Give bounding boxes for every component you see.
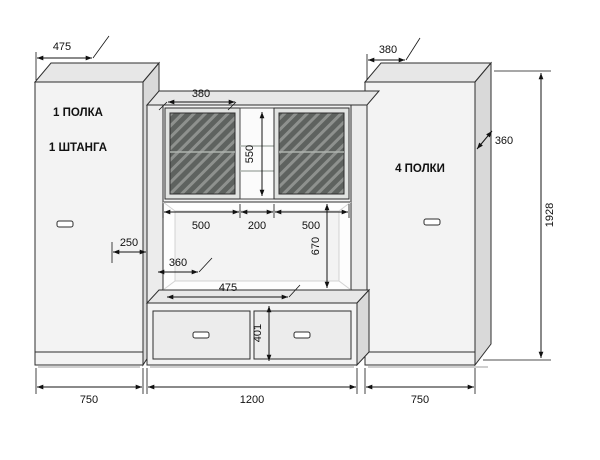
dim-niche-depth-value: 360 — [169, 257, 187, 269]
right-wardrobe-side-face — [474, 61, 492, 367]
dim-section-left-value: 500 — [192, 220, 210, 232]
dim-overall-height: 1928 — [483, 70, 556, 361]
dim-right-depth-value: 380 — [379, 44, 397, 56]
glass-cabinet-middle-open-section — [239, 107, 275, 200]
dim-width-center: 1200 — [146, 368, 358, 406]
dim-right-depth-ext-diagonal — [405, 37, 421, 61]
left-wardrobe-top-face — [33, 62, 161, 83]
dim-width-right-value: 750 — [411, 394, 429, 406]
dim-right-top-depth-value: 360 — [495, 135, 513, 147]
dim-section-middle-value: 200 — [248, 220, 266, 232]
glass-door-right-glass — [278, 112, 345, 195]
dim-glass-height: 550 — [244, 112, 265, 196]
dim-glass-height-value: 550 — [244, 145, 256, 163]
dim-left-depth-value: 475 — [53, 41, 71, 53]
dim-section-right-value: 500 — [302, 220, 320, 232]
dim-niche-depth-ext-diagonal — [198, 257, 213, 273]
right-wardrobe-front-face — [364, 81, 476, 366]
right-wardrobe-handle — [423, 218, 441, 226]
niche-depth-line-top-left — [162, 201, 176, 212]
glass-door-left-glass — [169, 112, 236, 195]
dim-side-offset: 250 — [111, 237, 146, 263]
dim-tv-space-value: 475 — [219, 282, 237, 294]
center-unit — [145, 90, 381, 368]
dim-niche-height-value: 670 — [310, 237, 322, 255]
dimensions: 475 380 250 550 500 200 500 — [35, 35, 556, 406]
dim-tv-space-ext-diagonal — [288, 284, 301, 298]
right-wardrobe: 4 ПОЛКИ — [363, 61, 493, 368]
dim-width-center-value: 1200 — [240, 394, 264, 406]
left-wardrobe-label-line1: 1 ПОЛКА — [53, 107, 103, 119]
dim-right-depth: 380 — [366, 37, 421, 80]
dim-left-depth: 475 — [35, 35, 110, 80]
dim-niche-height: 670 — [310, 204, 330, 288]
dim-right-top-depth: 360 — [476, 130, 513, 150]
dim-drawer-height-value: 401 — [252, 324, 264, 342]
dim-overall-height-value: 1928 — [544, 203, 556, 227]
right-wardrobe-top-face — [363, 62, 493, 83]
dim-center-depth-value: 380 — [192, 88, 210, 100]
drawer-left-handle — [192, 331, 210, 339]
drawer-right-handle — [293, 331, 311, 339]
left-wardrobe: 1 ПОЛКА 1 ШТАНГА — [33, 61, 161, 368]
dim-width-left-value: 750 — [80, 394, 98, 406]
dim-width-right: 750 — [364, 368, 476, 406]
center-unit-top-face — [145, 90, 381, 106]
dim-sections: 500 200 500 — [162, 204, 350, 232]
left-wardrobe-front-face — [34, 81, 144, 366]
dim-tv-space: 475 — [167, 282, 301, 300]
center-unit-right-side-panel — [350, 104, 368, 304]
right-wardrobe-label: 4 ПОЛКИ — [395, 163, 445, 175]
dim-width-left: 750 — [35, 368, 144, 406]
center-unit-left-side-panel — [146, 104, 164, 304]
drawer-unit-side-face — [356, 288, 370, 367]
dim-drawer-height: 401 — [252, 306, 272, 361]
dim-niche-depth: 360 — [158, 257, 213, 275]
dim-left-depth-ext-diagonal — [92, 35, 110, 59]
dim-right-top-depth-arrow — [476, 130, 493, 150]
niche-depth-line-bottom-right — [338, 280, 352, 291]
niche-depth-line-bottom-left — [162, 280, 176, 291]
dim-center-depth: 380 — [158, 88, 237, 111]
niche-depth-line-top-right — [338, 201, 352, 212]
left-wardrobe-handle — [56, 220, 74, 228]
dim-center-depth-ext-left — [158, 101, 168, 111]
tv-niche-back-wall — [174, 210, 340, 282]
dim-side-offset-value: 250 — [120, 237, 138, 249]
left-wardrobe-label-line2: 1 ШТАНГА — [49, 142, 107, 154]
